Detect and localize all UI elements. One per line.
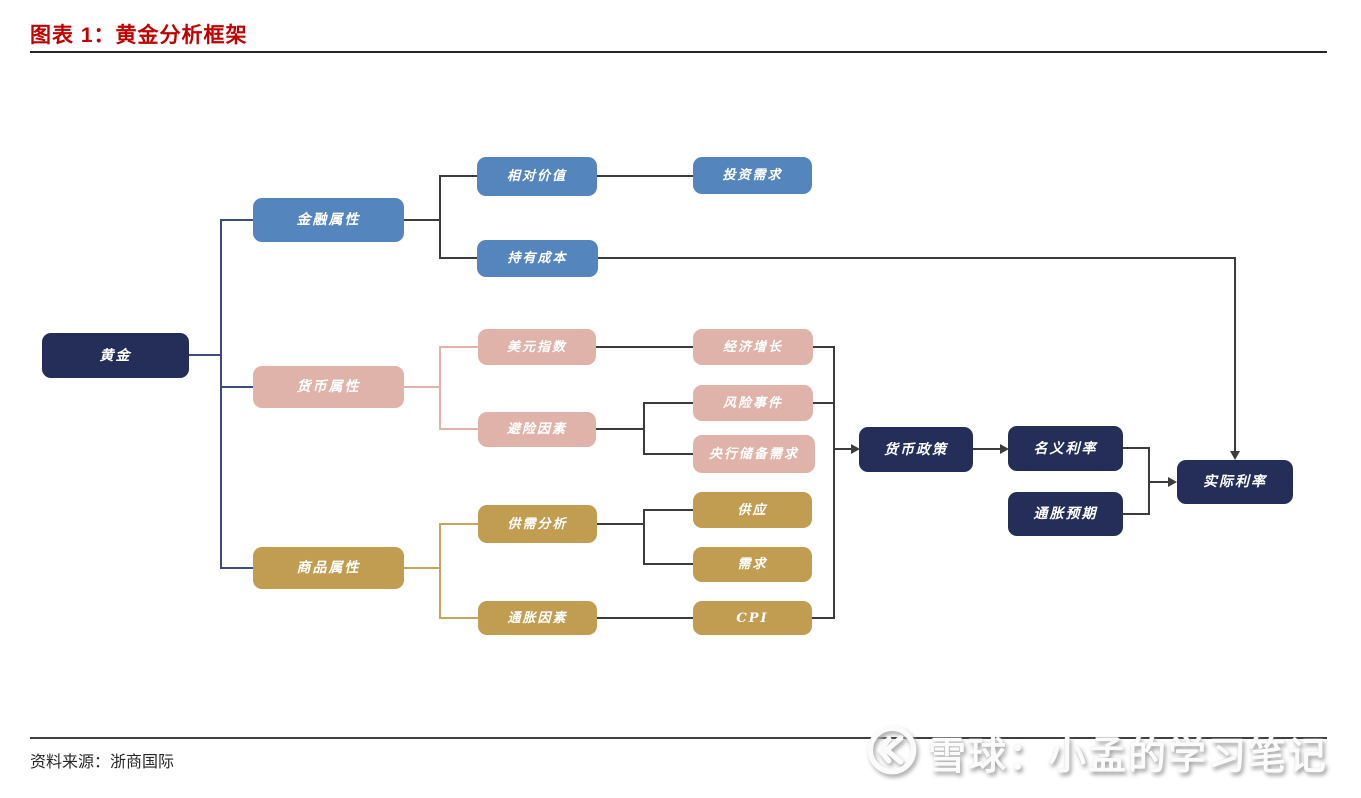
node-inflation-factor: 通胀因素 [478, 601, 597, 635]
arrowhead-right-icon [1168, 477, 1177, 487]
connector-line [439, 175, 478, 177]
node-gold: 黄金 [42, 333, 189, 378]
connector-line [597, 175, 693, 177]
connector-line [220, 219, 222, 569]
connector-line [439, 175, 441, 259]
node-nominal-rate: 名义利率 [1008, 426, 1123, 471]
node-inv-demand: 投资需求 [693, 157, 812, 194]
footer-divider-line [30, 737, 1327, 739]
connector-line [439, 346, 478, 348]
node-econ-growth: 经济增长 [693, 329, 813, 365]
connector-line [439, 257, 478, 259]
node-monetary-policy: 货币政策 [859, 427, 973, 472]
connector-line [439, 346, 441, 430]
connector-line [833, 346, 835, 619]
watermark: 雪球：小孟的学习笔记 [866, 724, 1328, 781]
source-caption: 资料来源：浙商国际 [30, 754, 175, 771]
connector-line [220, 386, 253, 388]
connector-line [439, 523, 478, 525]
connector-line [813, 402, 835, 404]
connector-line [643, 402, 693, 404]
node-demand: 需求 [693, 547, 812, 582]
connector-line [812, 617, 835, 619]
node-rel-value: 相对价值 [477, 157, 597, 196]
connector-line [439, 428, 478, 430]
connector-line [643, 563, 693, 565]
connector-line [439, 617, 478, 619]
node-supply-demand: 供需分析 [478, 505, 597, 543]
connector-line [439, 523, 441, 619]
connector-line [813, 346, 835, 348]
connector-line [643, 453, 693, 455]
connector-line [833, 448, 851, 450]
connector-line [597, 617, 693, 619]
connector-line [643, 509, 645, 565]
node-inflation-exp: 通胀预期 [1008, 492, 1123, 536]
connector-line [597, 523, 645, 525]
node-hedge-factor: 避险因素 [478, 412, 596, 447]
node-cur-attr: 货币属性 [253, 366, 404, 408]
xueqiu-logo-icon [866, 724, 918, 781]
connector-line [596, 428, 645, 430]
node-usd-index: 美元指数 [478, 329, 596, 365]
node-hold-cost: 持有成本 [477, 240, 598, 277]
connector-line [973, 448, 1000, 450]
arrowhead-right-icon [851, 444, 860, 454]
connector-line [1123, 513, 1150, 515]
figure-title: 图表 1：黄金分析框架 [30, 24, 248, 47]
title-divider-line [30, 51, 1327, 53]
node-real-rate: 实际利率 [1177, 460, 1293, 504]
watermark-text: 雪球：小孟的学习笔记 [928, 736, 1329, 778]
connector-line [1123, 447, 1150, 449]
node-supply: 供应 [693, 492, 812, 528]
connector-line [643, 509, 693, 511]
connector-line [220, 219, 253, 221]
connector-line [189, 354, 221, 356]
connector-line [404, 219, 441, 221]
connector-line [598, 257, 1236, 259]
node-cb-reserve: 央行储备需求 [693, 435, 815, 473]
node-fin-attr: 金融属性 [253, 198, 404, 242]
connector-line [220, 567, 253, 569]
connector-line [643, 402, 645, 455]
connector-line [1234, 257, 1236, 453]
connector-line [1148, 481, 1169, 483]
connector-line [404, 386, 441, 388]
connector-line [404, 567, 441, 569]
node-cpi: CPI [693, 601, 812, 635]
connector-line [596, 346, 693, 348]
arrowhead-down-icon [1230, 451, 1240, 460]
node-risk-event: 风险事件 [693, 385, 813, 421]
node-com-attr: 商品属性 [253, 547, 404, 589]
arrowhead-right-icon [1000, 444, 1009, 454]
